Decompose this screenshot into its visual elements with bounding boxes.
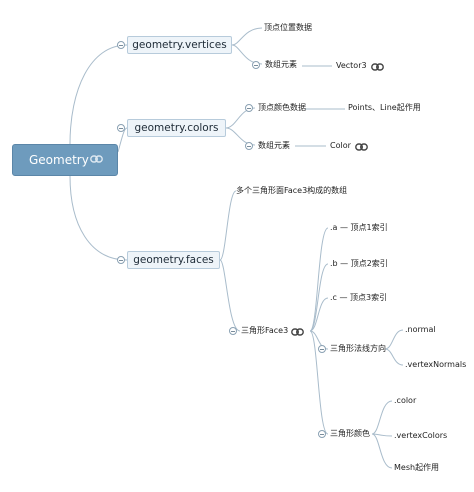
vertices-elements-value: Vector3 [336, 61, 367, 70]
face3-normal: .normal [405, 325, 436, 334]
colors-elements-label: 数组元素 [258, 141, 290, 150]
face3-color: .color [394, 396, 417, 405]
faces-desc: 多个三角形面Face3构成的数组 [236, 186, 348, 195]
collapse-toggle-normal[interactable] [318, 345, 326, 353]
face3-color-label: 三角形颜色 [330, 429, 370, 438]
collapse-toggle-colors-desc[interactable] [245, 104, 253, 112]
face3-a: .a — 顶点1索引 [330, 223, 388, 232]
node-geometry-vertices[interactable]: geometry.vertices [127, 36, 232, 54]
node-geometry-colors[interactable]: geometry.colors [127, 119, 226, 137]
node-geometry-faces[interactable]: geometry.faces [127, 251, 220, 269]
link-icon[interactable] [355, 143, 368, 151]
colors-desc-value: Points、Line起作用 [348, 103, 421, 112]
link-icon[interactable] [371, 63, 384, 71]
collapse-toggle-color[interactable] [318, 430, 326, 438]
face3-vertex-colors: .vertexColors [394, 431, 448, 440]
collapse-toggle-colors-elements[interactable] [245, 142, 253, 150]
colors-desc: 顶点颜色数据 [258, 103, 306, 112]
collapse-toggle-faces[interactable] [117, 256, 125, 264]
vertices-desc: 顶点位置数据 [264, 23, 312, 32]
face3-b: .b — 顶点2索引 [330, 259, 388, 268]
link-icon[interactable] [291, 328, 304, 336]
collapse-toggle-vertices-elements[interactable] [252, 61, 260, 69]
collapse-toggle-face3[interactable] [229, 327, 237, 335]
link-icon[interactable] [90, 155, 103, 163]
vertices-elements-label: 数组元素 [265, 60, 297, 69]
face3-mesh-note: Mesh起作用 [394, 463, 440, 472]
colors-elements-value: Color [330, 141, 351, 150]
face3-normal-label: 三角形法线方向 [330, 344, 386, 353]
collapse-toggle-colors[interactable] [117, 124, 125, 132]
face3-vertex-normals: .vertexNormals [405, 360, 467, 369]
root-node-label: Geometry [29, 153, 89, 167]
collapse-toggle-vertices[interactable] [117, 41, 125, 49]
face3-c: .c — 顶点3索引 [330, 293, 388, 302]
root-node-geometry[interactable]: Geometry [12, 144, 118, 176]
face3-label: 三角形Face3 [241, 326, 289, 335]
